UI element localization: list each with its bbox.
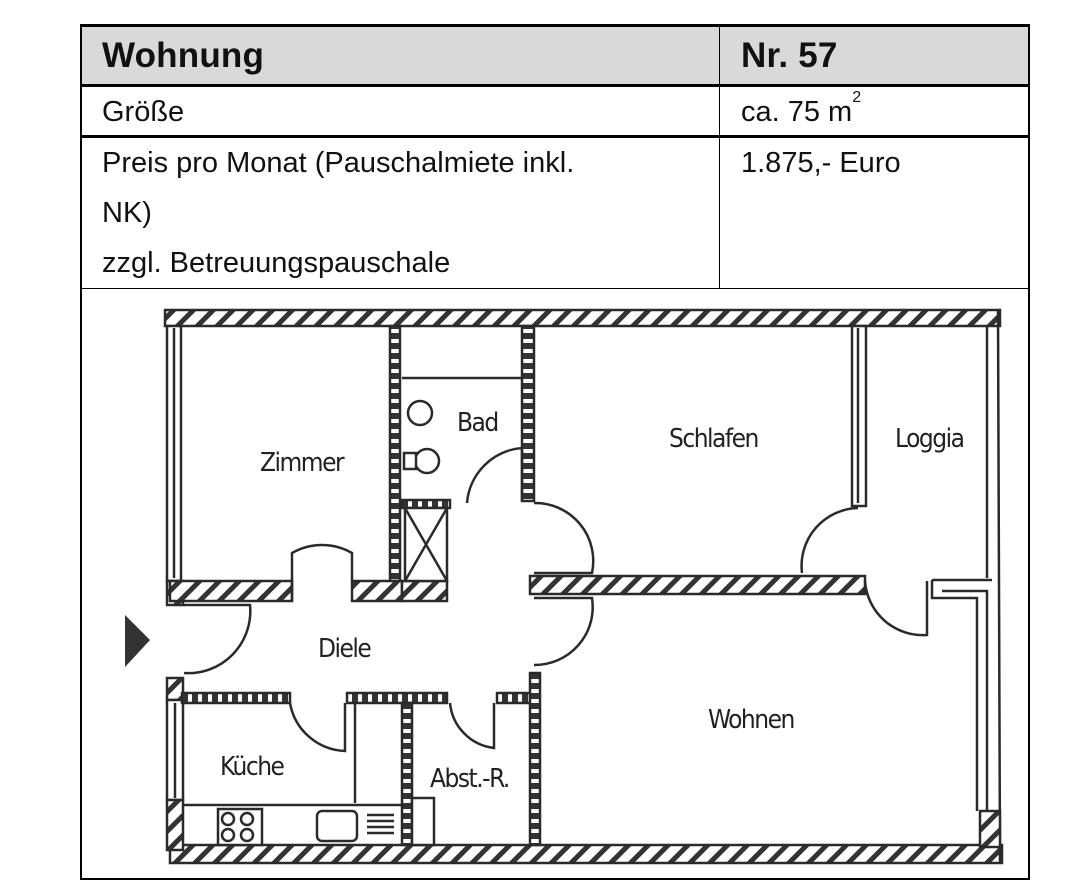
- table-row-size: Größe ca. 75 m2: [82, 87, 1028, 138]
- wall-bottom: [168, 843, 1004, 865]
- price-label-line-2: NK): [102, 197, 152, 229]
- price-label-line-1: Preis pro Monat (Pauschalmiete inkl.: [102, 147, 575, 179]
- room-label-loggia: Loggia: [895, 424, 964, 454]
- room-label-zimmer: Zimmer: [260, 448, 345, 478]
- column-divider: [719, 138, 720, 288]
- wall-top: [163, 308, 1002, 328]
- apartment-number: Nr. 57: [741, 36, 838, 75]
- room-label-diele: Diele: [318, 634, 371, 664]
- table-header-row: Wohnung Nr. 57: [82, 27, 1028, 87]
- apartment-heading: Wohnung: [102, 36, 265, 75]
- column-divider: [719, 87, 720, 135]
- price-label-line-3: zzgl. Betreuungspauschale: [102, 247, 451, 279]
- entrance-arrow-icon: [125, 615, 150, 667]
- size-value: ca. 75 m2: [741, 87, 861, 137]
- room-label-wohnen: Wohnen: [708, 705, 794, 735]
- floorplan-cell: Zimmer Bad Schlafen Loggia Diele Küche A…: [82, 289, 1028, 878]
- size-label: Größe: [102, 96, 185, 128]
- apartment-info-sheet: Wohnung Nr. 57 Größe ca. 75 m2 Preis pro…: [80, 24, 1030, 880]
- column-divider: [719, 27, 720, 84]
- size-value-text: ca. 75 m: [741, 96, 853, 128]
- room-label-schlafen: Schlafen: [669, 424, 758, 454]
- table-row-price: Preis pro Monat (Pauschalmiete inkl. NK)…: [82, 138, 1028, 289]
- room-label-abstellraum: Abst.-R.: [430, 764, 509, 794]
- price-label: Preis pro Monat (Pauschalmiete inkl. NK)…: [102, 138, 574, 288]
- price-value: 1.875,- Euro: [741, 147, 901, 179]
- room-label-kueche: Küche: [220, 752, 285, 782]
- room-label-bad: Bad: [457, 408, 498, 438]
- floorplan-drawing: Zimmer Bad Schlafen Loggia Diele Küche A…: [125, 308, 1004, 865]
- square-superscript: 2: [852, 89, 862, 106]
